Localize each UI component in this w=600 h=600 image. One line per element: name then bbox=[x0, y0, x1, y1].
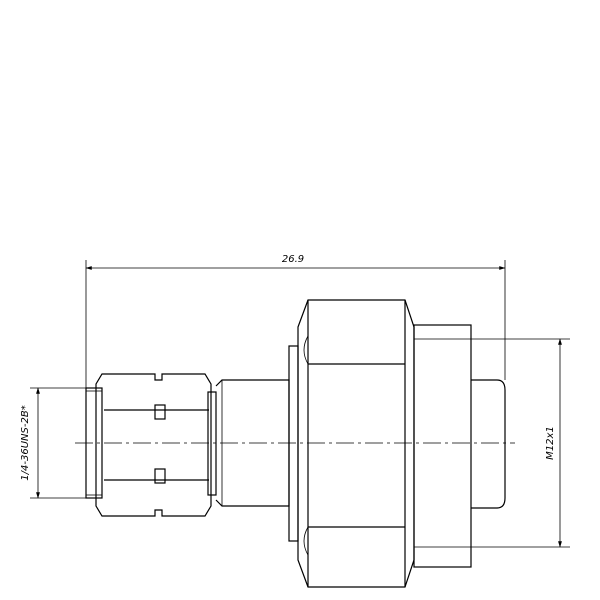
left-coupling-nut bbox=[95, 373, 217, 517]
overall-length-dimension bbox=[85, 260, 506, 388]
collar bbox=[288, 345, 299, 542]
right-pin bbox=[471, 379, 506, 509]
right-thread-label: M12x1 bbox=[545, 426, 556, 460]
right-thread-dimension bbox=[471, 338, 570, 548]
hex-body bbox=[297, 299, 415, 588]
overall-length-label: 26.9 bbox=[282, 254, 304, 265]
left-thread-dimension bbox=[30, 387, 86, 499]
left-thread-label: 1/4-36UNS-2B* bbox=[20, 405, 31, 480]
right-threaded-section bbox=[413, 324, 472, 568]
